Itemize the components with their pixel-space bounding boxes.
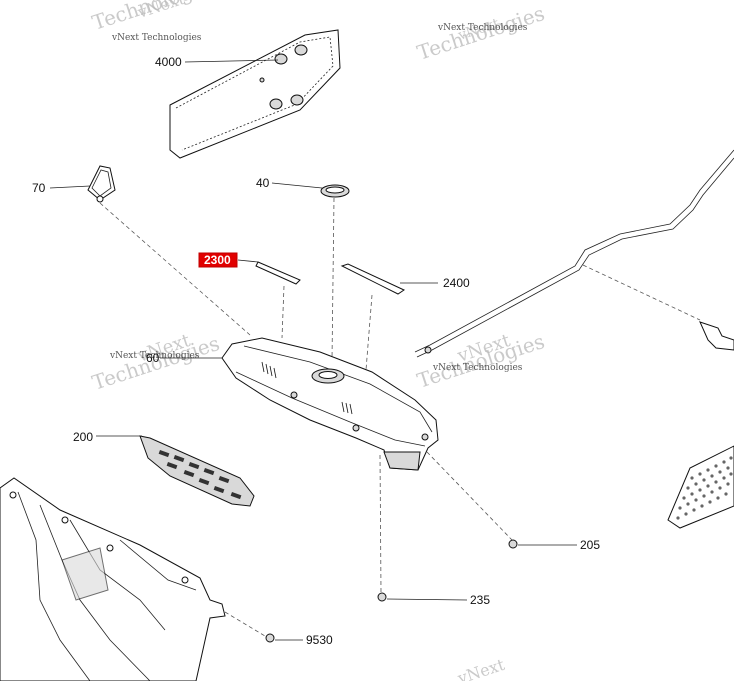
watermark-mid-right: Technologies vNext vNext Technologies [414,329,547,393]
cable [414,149,734,358]
watermark-text: vNext [134,0,187,22]
dashed-line [365,294,373,371]
part-200-grille [139,435,255,507]
watermark-text: vNext Technologies [111,33,202,43]
part-205-clip [508,539,518,549]
callout-2300-highlight[interactable]: 2300 [198,252,238,268]
watermark-text: vNext [454,655,507,681]
part-235-clip [377,592,387,602]
dashed-line [281,285,285,339]
callout-9530: 9530 [306,633,333,647]
callout-2400: 2400 [443,276,470,290]
leader-70 [49,185,91,189]
leader-4000 [184,59,279,63]
part-40-cap [320,184,350,198]
part-4000-panel [169,29,341,159]
watermark-top-left: Technologies vNext vNext Technologies [89,0,222,43]
dashed-line [99,202,251,336]
dashed-line [331,197,335,361]
part-clip [699,321,734,351]
leader-2300 [237,259,259,263]
callout-40: 40 [256,176,270,190]
callout-205: 205 [580,538,600,552]
dashed-line [224,611,266,637]
dashed-line [379,454,382,593]
part-60-console [221,337,439,471]
part-9530-clip [265,633,275,643]
part-70-ring [87,165,116,203]
callout-4000: 4000 [155,55,182,69]
watermark-top-right: Technologies vNext vNext Technologies [414,1,547,65]
part-2400-strip [340,263,406,295]
watermark-text: vNext Technologies [109,351,200,361]
part-body-panel [0,477,226,681]
watermark-text: vNext Technologies [432,363,523,373]
part-perforated-panel [667,445,734,529]
callout-200: 200 [73,430,93,444]
callout-235: 235 [470,593,490,607]
callout-2300: 2300 [204,253,231,267]
highlight-box [198,252,238,268]
callout-70: 70 [32,181,46,195]
leader-40 [271,182,323,189]
watermark-text: vNext Technologies [437,23,528,33]
leader-235 [386,598,468,601]
watermark-bottom: vNext [454,655,507,681]
callout-60: 60 [146,351,160,365]
dashed-line [426,451,513,541]
part-2300-strip [255,261,301,285]
dashed-line [582,264,701,321]
